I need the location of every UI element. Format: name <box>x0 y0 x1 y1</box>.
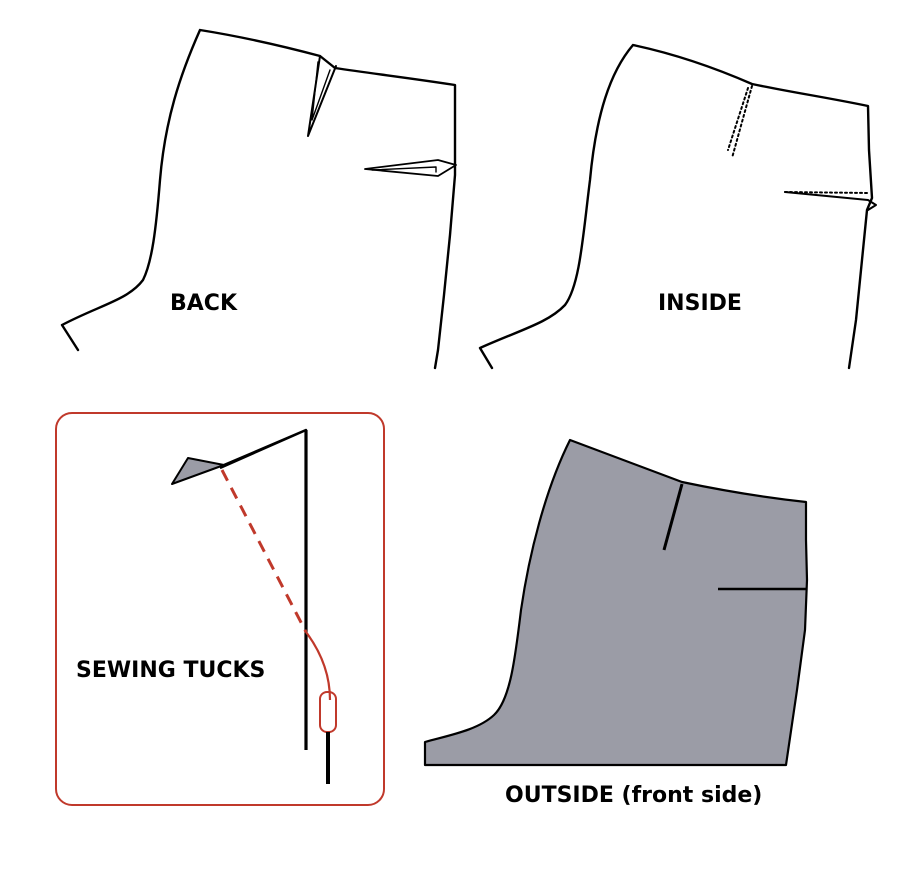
inside-side-tuck <box>784 191 877 211</box>
outside-garment-fabric <box>423 438 809 767</box>
label-back: BACK <box>170 291 238 316</box>
inside-side-tuck-stitching <box>784 191 869 194</box>
stitch-line <box>220 469 308 633</box>
back-side-tuck-fold <box>371 166 437 173</box>
back-garment-outline <box>60 28 457 370</box>
label-sewing-tucks: SEWING TUCKS <box>76 658 265 683</box>
label-inside: INSIDE <box>658 291 742 316</box>
back-neck-dart <box>307 55 337 137</box>
inside-neck-dart-stitching <box>727 85 753 159</box>
outside-panel <box>423 438 809 767</box>
back-neck-dart-fold <box>311 61 331 121</box>
inside-panel <box>478 43 877 370</box>
outside-neck-dart-seam <box>662 483 684 551</box>
label-outside: OUTSIDE (front side) <box>505 783 762 808</box>
back-side-tuck <box>364 159 457 177</box>
inside-garment-outline <box>478 43 874 370</box>
thread-curve <box>305 631 332 701</box>
tuck-fold-top <box>219 428 308 470</box>
detail-frame <box>55 412 385 806</box>
needle-eye <box>319 691 337 733</box>
back-panel <box>60 28 457 370</box>
tuck-fold-flap <box>171 457 225 485</box>
sewing-tucks-panel <box>55 412 385 806</box>
